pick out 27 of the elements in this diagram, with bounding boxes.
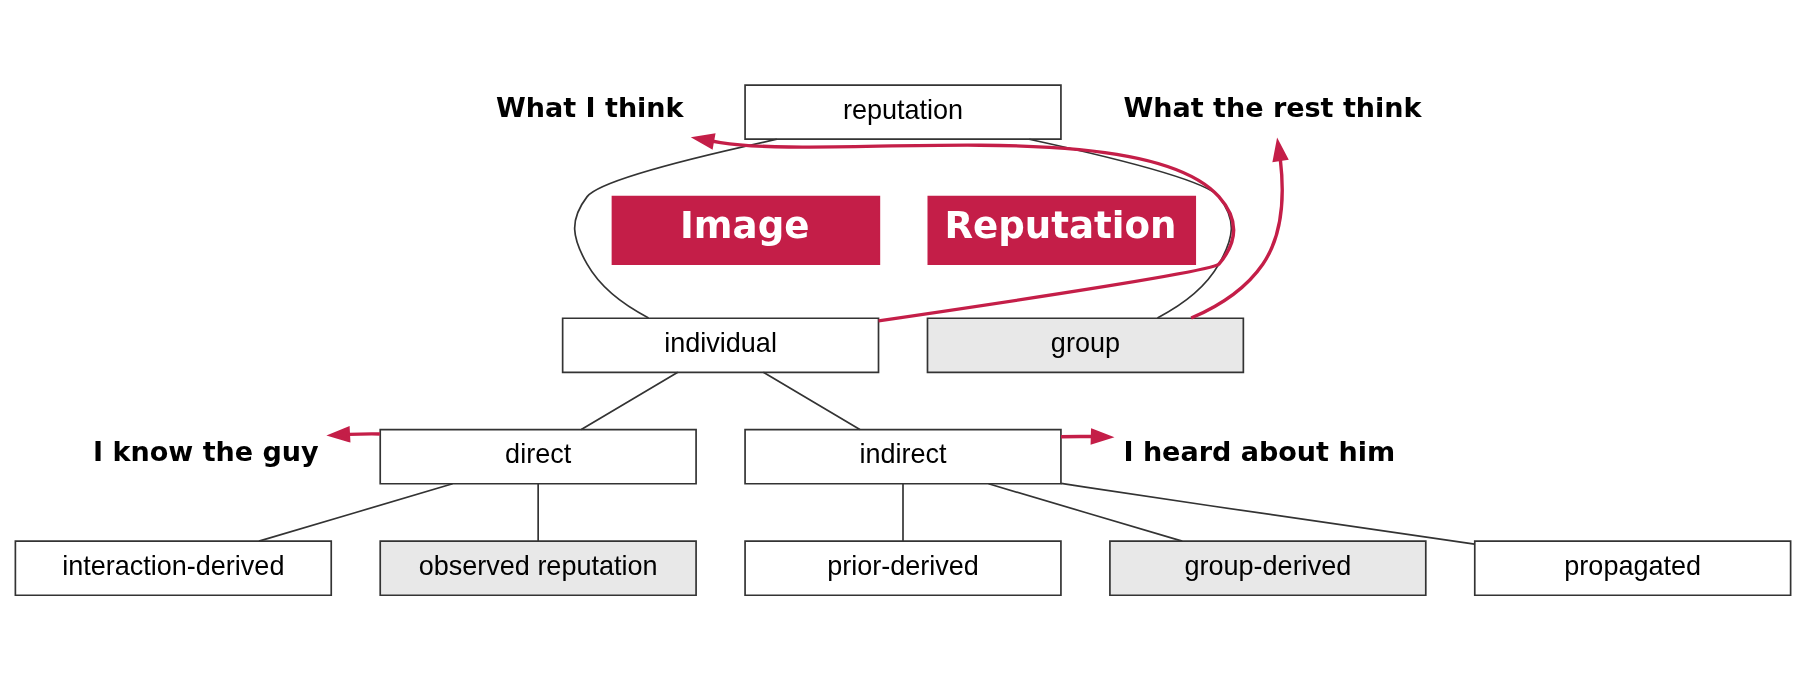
- node-text: I know the guy: [93, 435, 319, 467]
- connector: [573, 137, 778, 319]
- arrow: [326, 425, 380, 443]
- node-box: Reputation: [927, 195, 1197, 265]
- node-box: prior-derived: [744, 539, 1062, 596]
- node-box: indirect: [744, 428, 1062, 485]
- arrow: [1060, 427, 1115, 445]
- connector: [902, 482, 904, 542]
- connector: [537, 482, 539, 542]
- node-box: Image: [611, 195, 881, 265]
- node-text: What I think: [495, 91, 684, 123]
- connector: [762, 370, 861, 430]
- node-text: I heard about him: [1123, 435, 1396, 467]
- node-box: propagated: [1473, 539, 1792, 596]
- node-box: direct: [379, 428, 697, 485]
- node-box: group-derived: [1109, 539, 1427, 596]
- connector: [1060, 482, 1476, 545]
- node-text: What the rest think: [1123, 91, 1422, 123]
- node-box: interaction-derived: [14, 539, 333, 596]
- arrow: [1190, 137, 1289, 320]
- connector: [580, 370, 679, 430]
- node-box: individual: [561, 316, 880, 373]
- connector: [987, 482, 1184, 542]
- node-box: observed reputation: [379, 539, 697, 596]
- node-box: reputation: [744, 83, 1062, 140]
- node-box: group: [926, 316, 1245, 373]
- connector: [258, 482, 454, 542]
